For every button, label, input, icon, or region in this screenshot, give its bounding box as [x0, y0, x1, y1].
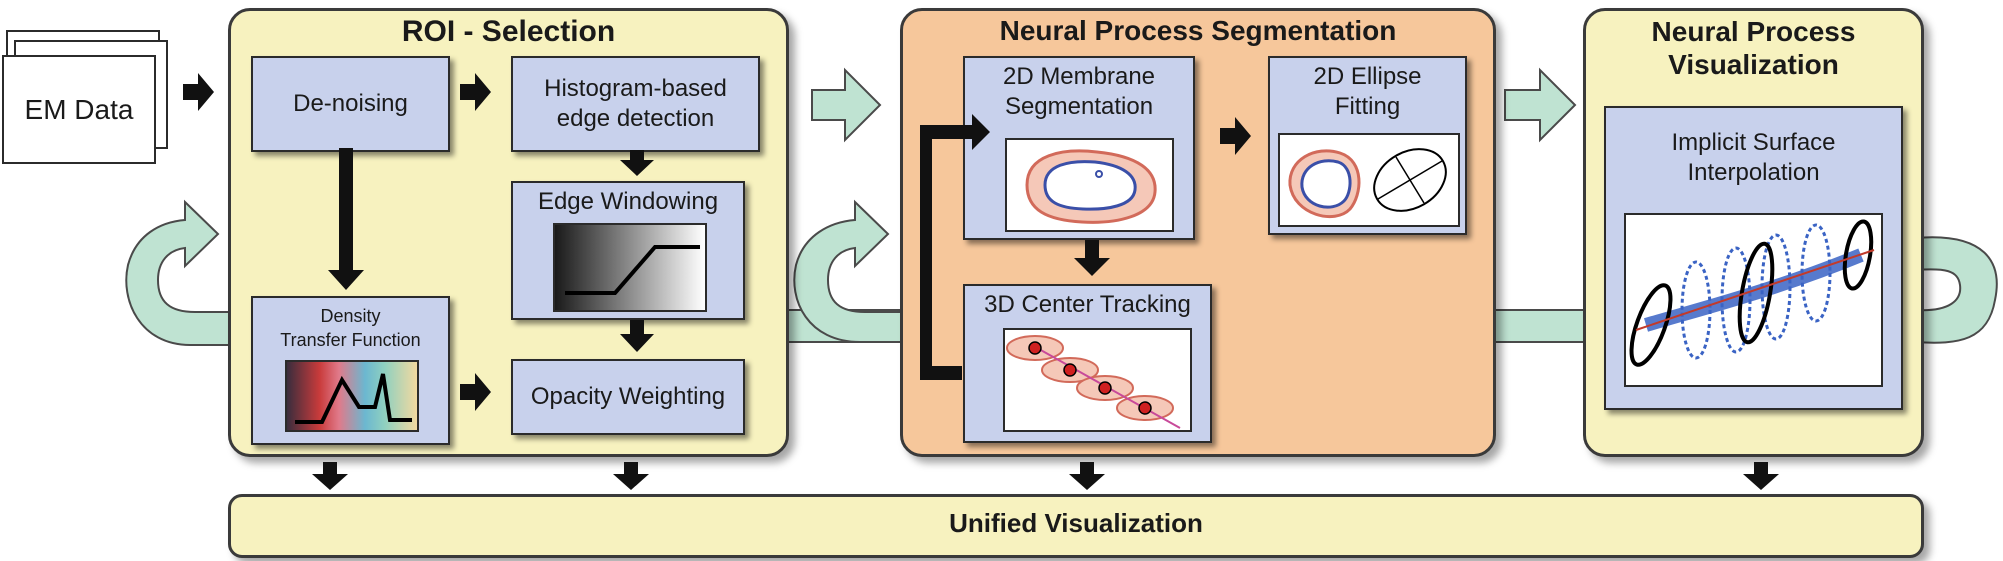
neural-process-visualization-title: Neural Process Visualization [1651, 16, 1856, 80]
implicit-surface-box: Implicit Surface Interpolation [1604, 106, 1903, 410]
opacity-weighting-label: Opacity Weighting [530, 383, 726, 410]
windowing-to-opacity-arrow [620, 320, 654, 352]
membrane-image [1005, 138, 1174, 232]
neural-process-visualization-panel: Neural Process Visualization Implicit Su… [1583, 8, 1924, 457]
ellipse-fitting-label: 2D Ellipse Fitting [1313, 63, 1422, 120]
denoising-label: De-noising [293, 90, 408, 117]
density-to-unified-arrow [312, 462, 348, 490]
membrane-segmentation-box: 2D Membrane Segmentation [963, 56, 1195, 240]
edge-windowing-box: Edge Windowing [511, 181, 745, 320]
transfer-function-graph [285, 360, 419, 432]
neural-process-segmentation-panel: Neural Process Segmentation 2D Membrane … [900, 8, 1496, 457]
em-data-stack: EM Data [2, 55, 156, 164]
seg-to-vis-arrow [1504, 67, 1577, 143]
membrane-to-ellipse-arrow [1220, 117, 1251, 155]
seg-to-vis-band [1479, 309, 1591, 343]
visualization-to-unified-arrow [1743, 462, 1779, 490]
histogram-to-windowing-arrow [620, 150, 654, 176]
denoise-to-density-arrow [328, 148, 364, 290]
histogram-edge-detection-box: Histogram-based edge detection [511, 56, 760, 152]
em-to-roi-arrow [183, 73, 214, 111]
unified-visualization-label: Unified Visualization [949, 508, 1203, 538]
density-transfer-function-box: Density Transfer Function [251, 296, 450, 445]
tracking-image [1003, 328, 1192, 432]
seg-loop-arrow [793, 199, 906, 343]
window-ramp-icon [565, 245, 700, 295]
membrane-segmentation-label: 2D Membrane Segmentation [1002, 63, 1156, 120]
opacity-to-unified-arrow [613, 462, 649, 490]
density-transfer-function-label: Density Transfer Function [280, 306, 421, 350]
opacity-weighting-box: Opacity Weighting [511, 359, 745, 435]
center-track-icon [1006, 335, 1181, 429]
ellipse-image [1278, 133, 1460, 227]
unified-visualization-bar: Unified Visualization [228, 494, 1924, 558]
ellipse-chain-icon [1629, 219, 1875, 367]
center-tracking-label: 3D Center Tracking [984, 291, 1191, 318]
denoising-box: De-noising [251, 56, 450, 152]
roi-loop-arrow [125, 199, 233, 346]
neural-process-segmentation-title: Neural Process Segmentation [999, 15, 1397, 46]
implicit-surface-label: Implicit Surface Interpolation [1671, 129, 1836, 186]
denoise-to-histogram-arrow [460, 73, 491, 111]
histogram-edge-detection-label: Histogram-based edge detection [544, 75, 727, 132]
center-tracking-box: 3D Center Tracking [963, 284, 1212, 443]
ellipse-fit-icon [1288, 148, 1447, 219]
edge-windowing-label: Edge Windowing [537, 188, 719, 215]
ellipse-fitting-box: 2D Ellipse Fitting [1268, 56, 1467, 235]
membrane-to-tracking-arrow [1074, 240, 1110, 276]
em-data-label: EM Data [24, 93, 134, 125]
edge-window-graph [553, 223, 707, 312]
transfer-curve-icon [295, 373, 412, 424]
implicit-surface-image [1624, 213, 1883, 387]
segmentation-to-unified-arrow [1069, 462, 1105, 490]
roi-selection-title: ROI - Selection [401, 15, 616, 48]
density-to-opacity-arrow [460, 373, 491, 411]
membrane-contour-icon [1025, 149, 1157, 224]
roi-selection-panel: ROI - Selection De-noising Histogram-bas… [228, 8, 789, 457]
vis-loop-arrow [1914, 236, 1998, 344]
tracking-feedback-bracket [920, 114, 990, 380]
roi-to-seg-arrow [811, 67, 882, 143]
